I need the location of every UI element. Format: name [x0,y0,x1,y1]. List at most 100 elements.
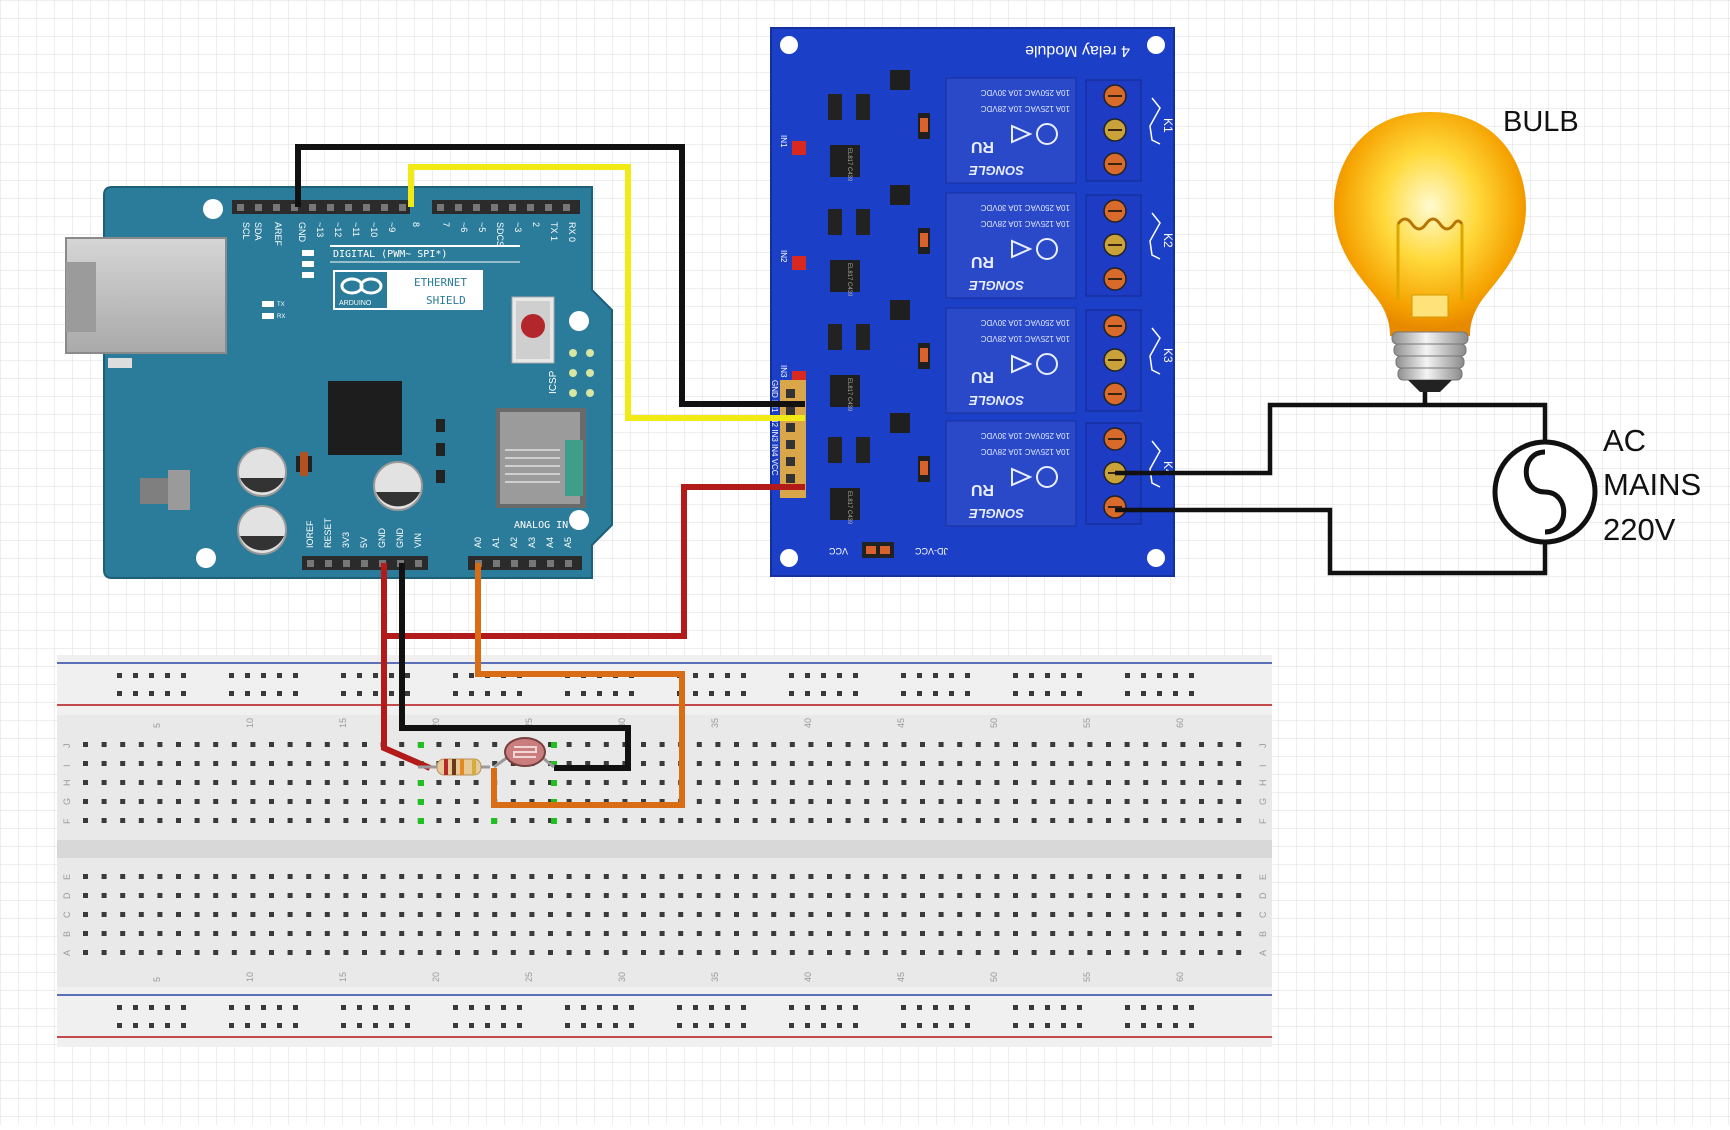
rail-hole [373,1023,378,1028]
breadboard-hole [696,780,702,785]
rail-hole [821,1005,826,1010]
warning-icon [1011,467,1033,487]
rail-hole [1077,1005,1082,1010]
breadboard-hole [715,818,721,823]
rail-hole [613,691,618,696]
breadboard-hole [808,874,814,879]
rail-hole [1045,691,1050,696]
breadboard-hole [566,893,572,898]
relay-input-label: IN3 [779,365,788,378]
rail-hole [917,1023,922,1028]
rail-hole [341,1023,346,1028]
analog-in-label: ANALOG IN [514,520,568,531]
breadboard-hole [1199,780,1204,785]
breadboard-hole [101,799,107,804]
analog-header [468,556,582,570]
breadboard-hole [455,950,460,955]
breadboard-hole [641,874,646,879]
breadboard-hole [1161,742,1167,747]
rail-hole [1157,1023,1162,1028]
rail-hole [373,1005,378,1010]
header-pin [493,560,500,567]
breadboard-hole [864,912,870,917]
breadboard-hole [250,874,256,879]
breadboard-hole [399,799,405,804]
breadboard-hole [176,950,181,955]
breadboard-hole [101,780,107,785]
breadboard-hole [176,874,181,879]
warning-icon [1011,354,1033,374]
cqc-icon [1036,466,1058,488]
breadboard-hole [994,912,1000,917]
rail-hole [277,1023,282,1028]
breadboard-hole [752,893,758,898]
breadboard-hole [138,818,144,823]
breadboard-hole [641,761,646,766]
breadboard-hole [1143,912,1149,917]
ldr-photoresistor-icon [493,737,555,769]
breadboard-hole [83,799,88,804]
breadboard-hole [269,950,274,955]
rail-hole [229,1023,234,1028]
breadboard-hole [882,799,888,804]
breadboard-hole [269,818,274,823]
breadboard-hole [901,761,907,766]
breadboard-hole [957,780,963,785]
rx-label: RX [277,314,285,320]
breadboard-hole [306,950,312,955]
analog-pin-label: A2 [509,537,519,548]
column-number: 15 [338,718,348,728]
rail-hole [133,1023,138,1028]
breadboard-hole [157,912,163,917]
breadboard-hole [882,818,888,823]
header-pin [273,204,280,211]
breadboard-hole [83,780,88,785]
breadboard-hole [138,931,144,936]
rail-hole [453,1005,458,1010]
bulb-label: BULB [1503,106,1579,138]
breadboard-hole [231,912,237,917]
smd-component [890,300,910,320]
breadboard-hole [938,818,944,823]
header-pin [511,560,518,567]
rail-hole [133,1005,138,1010]
breadboard-hole [715,950,721,955]
breadboard-hole [566,950,572,955]
breadboard-hole [585,950,591,955]
rail-hole [725,691,730,696]
breadboard-hole [975,818,981,823]
rail-hole [277,673,282,678]
breadboard-hole [603,950,609,955]
connected-hole [551,818,557,824]
breadboard-hole [585,742,591,747]
rail-hole [917,673,922,678]
breadboard-hole [213,950,219,955]
breadboard-hole [324,893,330,898]
breadboard-hole [120,912,126,917]
breadboard-hole [101,931,107,936]
rail-hole [453,1023,458,1028]
rail-hole [565,1005,570,1010]
rail-hole [597,691,602,696]
breadboard-hole [901,780,907,785]
row-letter: C [1258,911,1268,918]
breadboard-hole [231,818,237,823]
transistor [856,324,870,350]
breadboard-hole [789,742,795,747]
breadboard-hole [771,912,777,917]
top-pin-label: RX 0 [567,222,577,242]
breadboard-hole [473,818,479,823]
breadboard-hole [715,761,721,766]
breadboard-hole [975,893,981,898]
rail-hole [693,1023,698,1028]
breadboard-hole [213,742,219,747]
rail-hole [901,1005,906,1010]
rail-hole [117,673,122,678]
header-pin [237,204,244,211]
breadboard-hole [1031,780,1037,785]
breadboard-hole [920,874,925,879]
header-pin [325,560,332,567]
breadboard-hole [510,912,516,917]
breadboard-hole [306,874,312,879]
breadboard-hole [287,818,293,823]
